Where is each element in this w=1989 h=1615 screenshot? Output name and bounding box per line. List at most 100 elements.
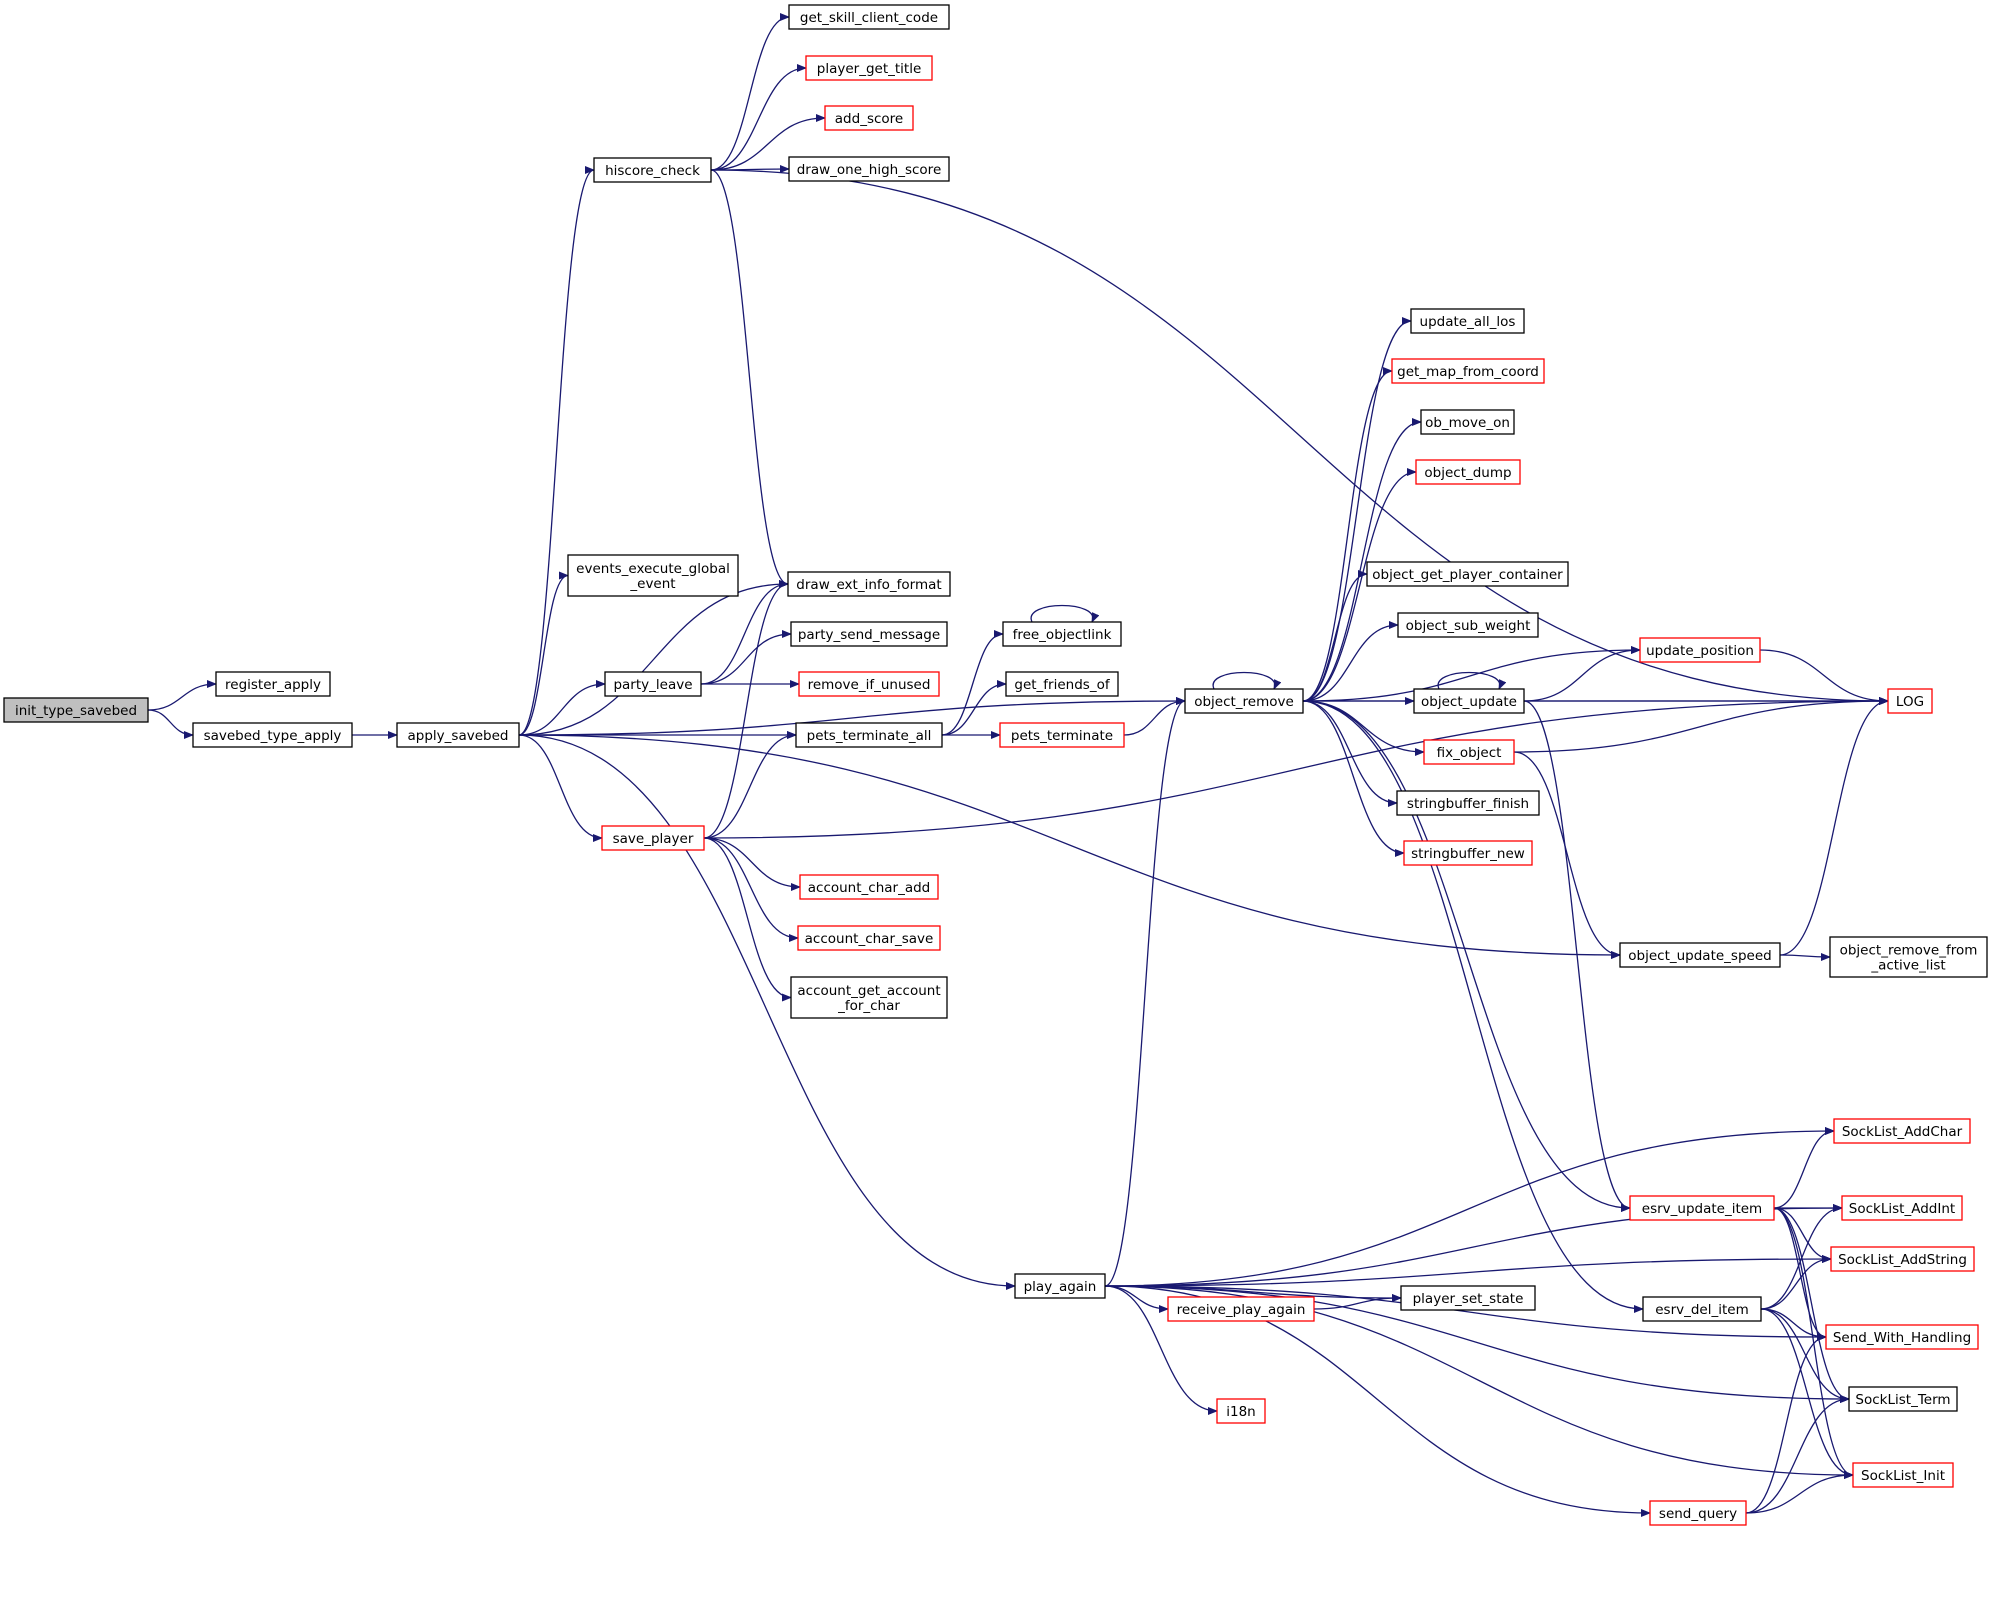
node-party_send_message[interactable]: party_send_message: [790, 621, 948, 647]
node-events_execute_global_event[interactable]: events_execute_global_event: [567, 554, 739, 597]
edge-save_player-to-pets_terminate_all: [703, 731, 797, 839]
node-apply_savebed[interactable]: apply_savebed: [396, 722, 520, 748]
node-pets_terminate_all[interactable]: pets_terminate_all: [795, 722, 943, 748]
node-object_remove[interactable]: object_remove: [1184, 688, 1304, 714]
node-add_score[interactable]: add_score: [824, 105, 914, 131]
node-SockList_Term[interactable]: SockList_Term: [1848, 1386, 1958, 1412]
node-label: object_remove_from: [1840, 943, 1978, 959]
node-label: object_get_player_container: [1372, 567, 1563, 583]
node-register_apply[interactable]: register_apply: [215, 671, 331, 697]
edge-hiscore_check-to-get_skill_client_code: [710, 13, 790, 171]
edge-party_leave-to-draw_ext_info_format: [700, 580, 789, 685]
node-init_type_savebed[interactable]: init_type_savebed: [3, 697, 149, 723]
edge-send_query-to-Send_With_Handling: [1745, 1333, 1827, 1514]
node-label: stringbuffer_finish: [1407, 796, 1529, 812]
node-label: player_set_state: [1413, 1291, 1524, 1307]
node-get_friends_of[interactable]: get_friends_of: [1005, 671, 1119, 697]
node-box: [3, 697, 149, 723]
edge-pets_terminate-to-object_remove: [1123, 697, 1186, 736]
node-SockList_AddString[interactable]: SockList_AddString: [1830, 1246, 1975, 1272]
node-label: esrv_update_item: [1642, 1201, 1762, 1217]
node-SockList_Init[interactable]: SockList_Init: [1852, 1462, 1954, 1488]
edge-object_remove-to-get_map_from_coord: [1302, 367, 1393, 702]
edge-update_position-to-LOG: [1759, 649, 1889, 705]
node-box: [1629, 1195, 1775, 1221]
node-account_char_save[interactable]: account_char_save: [797, 925, 941, 951]
node-fix_object[interactable]: fix_object: [1423, 739, 1515, 765]
node-esrv_update_item[interactable]: esrv_update_item: [1629, 1195, 1775, 1221]
node-object_update_speed[interactable]: object_update_speed: [1619, 942, 1781, 968]
node-savebed_type_apply[interactable]: savebed_type_apply: [192, 722, 353, 748]
node-esrv_del_item[interactable]: esrv_del_item: [1642, 1296, 1762, 1322]
node-stringbuffer_finish[interactable]: stringbuffer_finish: [1396, 790, 1540, 816]
node-box: [795, 722, 943, 748]
node-box: [824, 105, 914, 131]
edge-hiscore_check-to-add_score: [710, 114, 826, 171]
node-update_position[interactable]: update_position: [1639, 637, 1761, 663]
node-update_all_los[interactable]: update_all_los: [1410, 308, 1525, 334]
node-box: [1396, 790, 1540, 816]
node-hiscore_check[interactable]: hiscore_check: [593, 157, 712, 183]
node-object_update[interactable]: object_update: [1413, 688, 1525, 714]
edge-object_update_speed-to-object_remove_from_active_list: [1779, 952, 1831, 961]
node-box: [1403, 840, 1533, 866]
node-party_leave[interactable]: party_leave: [604, 671, 702, 697]
node-LOG[interactable]: LOG: [1887, 688, 1933, 714]
node-free_objectlink[interactable]: free_objectlink: [1002, 621, 1122, 647]
node-get_map_from_coord[interactable]: get_map_from_coord: [1391, 358, 1545, 384]
node-receive_play_again[interactable]: receive_play_again: [1167, 1296, 1315, 1322]
node-object_remove_from_active_list[interactable]: object_remove_from_active_list: [1829, 936, 1988, 978]
node-account_char_add[interactable]: account_char_add: [799, 874, 939, 900]
node-label: draw_ext_info_format: [796, 577, 941, 593]
node-box: [1887, 688, 1933, 714]
node-draw_one_high_score[interactable]: draw_one_high_score: [788, 156, 950, 182]
node-player_get_title[interactable]: player_get_title: [805, 55, 933, 81]
node-draw_ext_info_format[interactable]: draw_ext_info_format: [787, 571, 951, 597]
node-label: SockList_Init: [1861, 1468, 1945, 1484]
nodes-layer: init_type_savebed register_apply savebed_t…: [3, 4, 1988, 1526]
node-label: object_dump: [1424, 465, 1511, 481]
node-pets_terminate[interactable]: pets_terminate: [999, 722, 1125, 748]
edge-object_remove-to-object_get_player_container: [1302, 570, 1368, 702]
node-label: pets_terminate: [1011, 728, 1113, 744]
node-object_dump[interactable]: object_dump: [1415, 459, 1521, 485]
node-account_get_account_for_char[interactable]: account_get_account_for_char: [790, 976, 948, 1019]
node-box: [1391, 358, 1545, 384]
node-remove_if_unused[interactable]: remove_if_unused: [798, 671, 940, 697]
node-i18n[interactable]: i18n: [1216, 1398, 1266, 1424]
node-object_sub_weight[interactable]: object_sub_weight: [1397, 612, 1539, 638]
node-SockList_AddChar[interactable]: SockList_AddChar: [1833, 1118, 1971, 1144]
node-label: _event: [629, 576, 675, 592]
edge-esrv_del_item-to-SockList_Term: [1760, 1308, 1850, 1403]
node-ob_move_on[interactable]: ob_move_on: [1420, 409, 1515, 435]
edge-object_update-to-esrv_update_item: [1523, 700, 1631, 1212]
edge-object_remove-to-object_dump: [1302, 468, 1417, 702]
node-player_set_state[interactable]: player_set_state: [1400, 1285, 1536, 1311]
node-box: [797, 925, 941, 951]
node-object_get_player_container[interactable]: object_get_player_container: [1366, 561, 1569, 587]
node-SockList_AddInt[interactable]: SockList_AddInt: [1841, 1195, 1963, 1221]
edge-save_player-to-account_get_account_for_char: [703, 837, 792, 1002]
edge-apply_savebed-to-hiscore_check: [518, 166, 595, 736]
edge-object_remove-to-object_sub_weight: [1302, 621, 1399, 702]
node-Send_With_Handling[interactable]: Send_With_Handling: [1825, 1324, 1979, 1350]
node-box: [1423, 739, 1515, 765]
edge-save_player-to-account_char_add: [703, 837, 801, 891]
node-box: [1830, 1246, 1975, 1272]
node-get_skill_client_code[interactable]: get_skill_client_code: [788, 4, 950, 30]
node-save_player[interactable]: save_player: [601, 825, 705, 851]
node-label: object_update: [1421, 694, 1517, 710]
node-box: [396, 722, 520, 748]
node-box: [1420, 409, 1515, 435]
edge-object_remove-to-update_position: [1302, 646, 1641, 702]
edge-esrv_update_item-to-SockList_AddChar: [1773, 1127, 1835, 1209]
node-label: update_all_los: [1420, 314, 1516, 330]
node-label: account_char_add: [808, 880, 931, 896]
node-label: Send_With_Handling: [1833, 1330, 1971, 1346]
node-stringbuffer_new[interactable]: stringbuffer_new: [1403, 840, 1533, 866]
node-play_again[interactable]: play_again: [1014, 1273, 1106, 1299]
edge-object_update-to-object_update: [1437, 671, 1507, 690]
node-send_query[interactable]: send_query: [1649, 1500, 1747, 1526]
node-box: [788, 156, 950, 182]
node-box: [604, 671, 702, 697]
